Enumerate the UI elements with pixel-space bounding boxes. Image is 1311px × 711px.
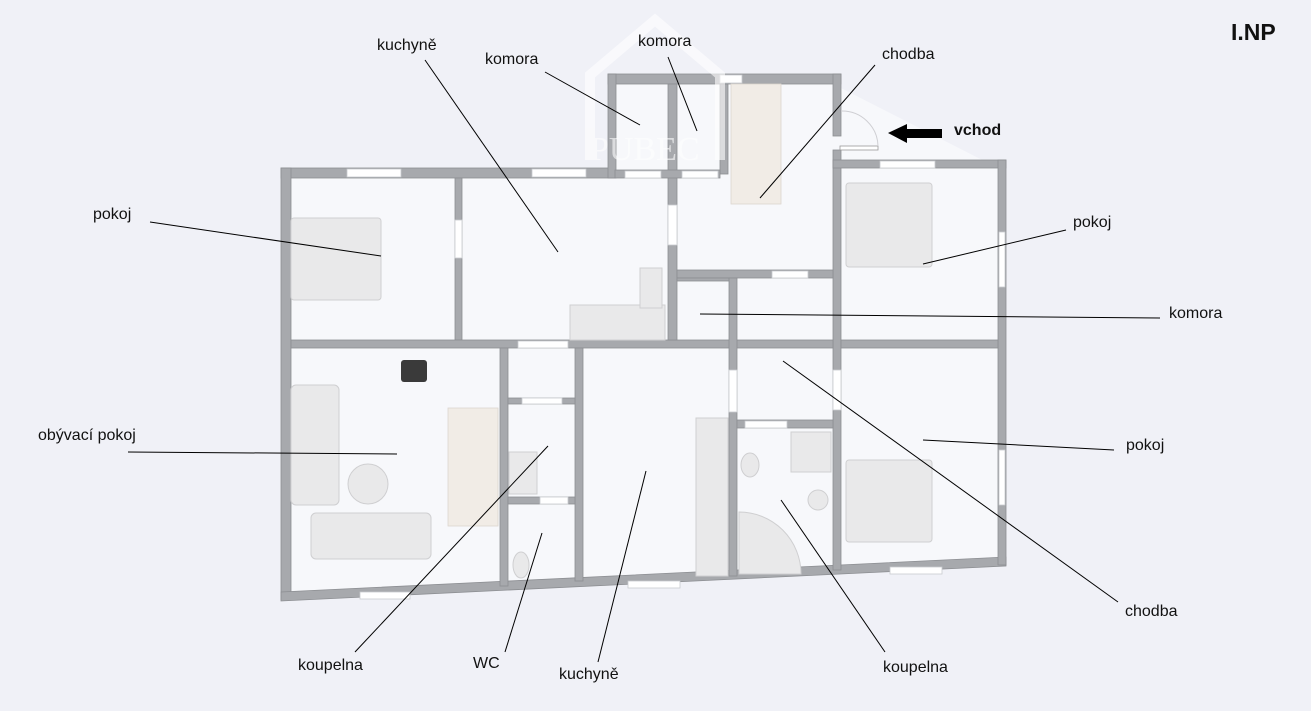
room-label-pokoj-right-bottom: pokoj xyxy=(1126,437,1165,454)
entrance-door xyxy=(839,110,879,151)
entrance-label: vchod xyxy=(954,122,1002,139)
room-label-koupelna-left: koupelna xyxy=(298,657,363,674)
room-label-kuchyne-top: kuchyně xyxy=(377,37,437,54)
room-label-koupelna-right: koupelna xyxy=(883,659,948,676)
windows xyxy=(346,74,1006,600)
room-label-chodba-top: chodba xyxy=(882,46,935,63)
sofa-left xyxy=(290,384,340,506)
kitchen-counter xyxy=(569,304,666,341)
room-label-wc: WC xyxy=(473,655,500,672)
toilet xyxy=(740,452,760,478)
floor-title: I.NP xyxy=(1231,19,1276,45)
bed-right-top xyxy=(845,182,933,268)
kitchen-unit xyxy=(695,417,729,577)
stove xyxy=(401,360,427,382)
sofa-bottom xyxy=(310,512,432,560)
watermark-logo: PUBEC xyxy=(585,13,725,168)
bathtub xyxy=(738,511,802,575)
room-label-komora-1: komora xyxy=(485,51,539,68)
sink xyxy=(807,489,829,511)
bed-right-bottom xyxy=(845,459,933,543)
kitchen-counter-side xyxy=(639,267,663,309)
room-label-pokoj-left: pokoj xyxy=(93,206,132,223)
wc-toilet xyxy=(512,551,530,579)
room-label-pokoj-right-top: pokoj xyxy=(1073,214,1112,231)
room-label-chodba-bottom: chodba xyxy=(1125,603,1178,620)
coffee-table xyxy=(347,463,389,505)
room-label-komora-2: komora xyxy=(638,33,692,50)
watermark-text: PUBEC xyxy=(590,131,700,168)
room-label-komora-3: komora xyxy=(1169,305,1223,322)
furniture xyxy=(290,182,933,579)
shower xyxy=(790,431,832,473)
entrance-arrow-icon xyxy=(888,124,942,143)
room-label-kuchyne-bottom: kuchyně xyxy=(559,666,619,683)
room-label-obyvaci-pokoj: obývací pokoj xyxy=(38,427,136,444)
leader-lines xyxy=(127,56,1161,663)
bed-left xyxy=(290,217,382,301)
